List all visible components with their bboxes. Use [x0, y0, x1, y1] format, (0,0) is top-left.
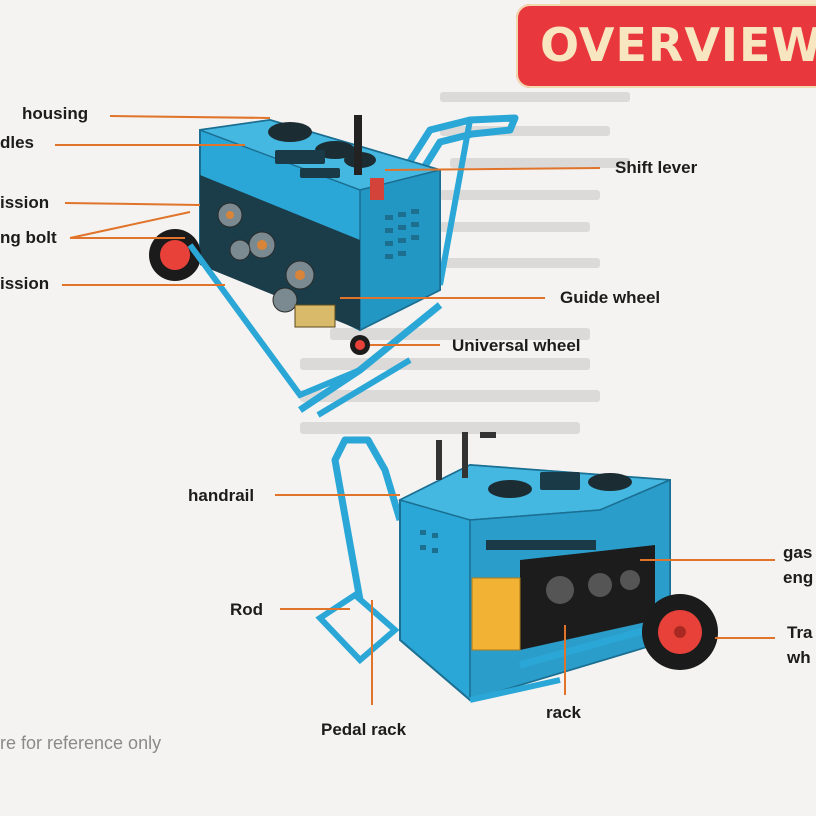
label-rod: Rod [230, 600, 264, 619]
label-pedal-rack: Pedal rack [321, 720, 407, 739]
bottom-travel-wheel [642, 594, 718, 670]
label-gasoline-engine-line1: gas [783, 543, 813, 562]
bottom-machine [315, 432, 718, 703]
label-rack: rack [546, 703, 581, 722]
label-handrail: handrail [188, 486, 255, 505]
reference-caption: re for reference only [0, 733, 162, 753]
top-machine [149, 114, 519, 418]
label-guide-wheel: Guide wheel [560, 288, 661, 307]
overview-banner [516, 4, 816, 88]
label-housing: housing [22, 104, 89, 123]
label-gasoline-engine-line2: eng [783, 568, 814, 587]
background-text-bleed [300, 92, 630, 434]
label-fixing-bolt: ng bolt [0, 228, 57, 247]
label-handles: dles [0, 133, 35, 152]
banner-title: OVERVIEW [540, 18, 816, 72]
label-universal-wheel: Universal wheel [452, 336, 581, 355]
label-travel-wheel-line2: wh [787, 648, 811, 667]
label-transmission-1: ission [0, 193, 50, 212]
top-travel-wheel [149, 229, 201, 281]
leader-lines [55, 115, 775, 705]
label-shift-lever: Shift lever [615, 158, 698, 177]
label-transmission-2: ission [0, 274, 50, 293]
label-travel-wheel-line1: Tra [787, 623, 813, 642]
